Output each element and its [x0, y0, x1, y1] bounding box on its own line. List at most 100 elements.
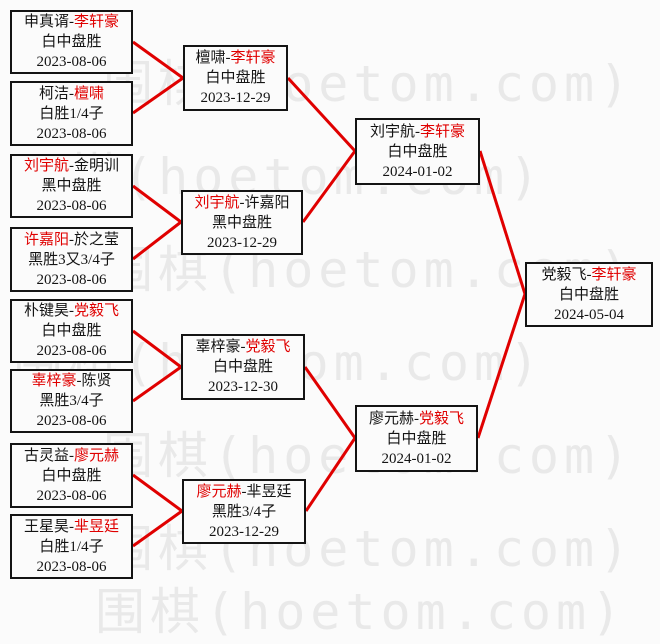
player1-name: 柯洁 [38, 85, 69, 102]
match-result: 白中盘胜 [41, 34, 102, 50]
connector-line [132, 220, 182, 261]
match-box-r2-1: 檀啸-李轩豪 白中盘胜 2023-12-29 [183, 45, 288, 111]
player1-name: 朴键昊 [23, 303, 69, 319]
player2-name: 芈昱廷 [246, 483, 292, 500]
player1-name: 党毅飞 [541, 266, 587, 283]
match-date: 2023-12-30 [208, 379, 278, 395]
match-result: 黑胜3/4子 [39, 393, 104, 409]
match-result: 黑中盘胜 [41, 178, 102, 194]
match-pairing: 刘宇航-许嘉阳 [194, 193, 289, 213]
match-box-r1-7: 古灵益-廖元赫 白中盘胜 2023-08-06 [10, 443, 133, 508]
match-date: 2023-08-06 [36, 487, 107, 504]
connector-line [476, 293, 527, 439]
match-date: 2024-01-02 [382, 163, 453, 180]
match-box-r1-3: 刘宇航-金明训 黑中盘胜 2023-08-06 [10, 154, 133, 218]
match-result: 白中盘胜 [205, 70, 266, 86]
pairing-separator: - [225, 50, 231, 66]
player1-name: 刘宇航 [23, 158, 69, 174]
match-result: 白中盘胜 [387, 143, 448, 160]
player1-name: 古灵益 [23, 447, 69, 464]
pairing-separator: - [76, 373, 82, 389]
connector-line [286, 76, 357, 153]
match-box-r2-4: 廖元赫-芈昱廷 黑胜3/4子 2023-12-29 [182, 479, 306, 544]
match-date: 2023-08-06 [36, 343, 107, 359]
player2-name: 金明训 [74, 158, 120, 174]
player2-name: 李轩豪 [230, 50, 276, 66]
match-result: 白胜1/4子 [39, 105, 104, 122]
connector-line [301, 150, 357, 223]
match-pairing: 刘宇航-李轩豪 [370, 122, 465, 142]
connector-line [132, 76, 184, 115]
player2-name: 李轩豪 [420, 123, 466, 140]
match-pairing: 许嘉阳-於之莹 [24, 230, 119, 250]
match-pairing: 檀啸-李轩豪 [195, 48, 275, 68]
player1-name: 王星昊 [23, 518, 69, 535]
match-box-sf-2: 廖元赫-党毅飞 白中盘胜 2024-01-02 [355, 405, 478, 472]
player1-name: 刘宇航 [369, 123, 415, 140]
player2-name: 许嘉阳 [244, 194, 290, 211]
match-box-r2-2: 刘宇航-许嘉阳 黑中盘胜 2023-12-29 [181, 190, 303, 255]
pairing-separator: - [69, 518, 74, 535]
match-pairing: 党毅飞-李轩豪 [541, 265, 636, 285]
match-pairing: 刘宇航-金明训 [24, 156, 119, 176]
pairing-separator: - [415, 123, 420, 140]
match-result: 白中盘胜 [41, 323, 102, 339]
player1-name: 廖元赫 [368, 410, 414, 427]
match-date: 2023-08-06 [36, 198, 107, 214]
connector-line [303, 366, 357, 439]
player2-name: 李轩豪 [74, 14, 120, 30]
bracket-connectors [132, 40, 527, 548]
match-result: 白中盘胜 [212, 359, 273, 375]
player2-name: 檀啸 [74, 85, 105, 102]
match-pairing: 廖元赫-芈昱廷 [196, 482, 291, 502]
match-box-final: 党毅飞-李轩豪 白中盘胜 2024-05-04 [525, 262, 653, 327]
tournament-bracket-page: { "colors": { "background": "#fbfbfb", "… [10, 10, 653, 641]
match-box-r1-8: 王星昊-芈昱廷 白胜1/4子 2023-08-06 [10, 514, 133, 579]
pairing-separator: - [69, 14, 74, 30]
match-pairing: 朴键昊-党毅飞 [24, 301, 119, 321]
player2-name: 李轩豪 [591, 266, 637, 283]
pairing-separator: - [241, 483, 247, 500]
pairing-separator: - [239, 194, 245, 211]
connector-line [132, 329, 182, 369]
connector-line [132, 184, 182, 224]
match-result: 白中盘胜 [558, 286, 619, 303]
match-date: 2024-05-04 [554, 306, 624, 323]
connector-line [132, 365, 182, 403]
match-date: 2023-08-06 [36, 413, 107, 429]
player2-name: 廖元赫 [74, 447, 120, 464]
match-pairing: 辜梓豪-陈贤 [31, 371, 111, 391]
match-box-r1-5: 朴键昊-党毅飞 白中盘胜 2023-08-06 [10, 299, 133, 363]
pairing-separator: - [69, 85, 74, 102]
player1-name: 申真谞 [23, 14, 69, 30]
match-date: 2023-08-06 [36, 54, 107, 70]
pairing-separator: - [69, 447, 74, 464]
match-box-r2-3: 辜梓豪-党毅飞 白中盘胜 2023-12-30 [181, 334, 305, 400]
pairing-separator: - [69, 303, 74, 319]
pairing-separator: - [586, 266, 592, 283]
pairing-separator: - [414, 410, 419, 427]
player2-name: 於之莹 [74, 231, 120, 248]
match-pairing: 申真谞-李轩豪 [24, 12, 119, 32]
match-result: 白中盘胜 [41, 467, 102, 484]
connector-line [478, 150, 527, 295]
player1-name: 檀啸 [195, 50, 226, 66]
match-box-r1-2: 柯洁-檀啸 白胜1/4子 2023-08-06 [10, 81, 133, 146]
match-result: 白中盘胜 [386, 430, 447, 447]
connector-line [132, 40, 184, 80]
player1-name: 刘宇航 [194, 194, 240, 211]
match-result: 白胜1/4子 [39, 538, 104, 555]
connector-line [132, 473, 183, 513]
match-box-r1-6: 辜梓豪-陈贤 黑胜3/4子 2023-08-06 [10, 369, 133, 433]
match-pairing: 古灵益-廖元赫 [24, 446, 119, 466]
match-pairing: 辜梓豪-党毅飞 [195, 337, 290, 357]
match-box-sf-1: 刘宇航-李轩豪 白中盘胜 2024-01-02 [355, 118, 480, 185]
match-result: 黑胜3又3/4子 [28, 251, 115, 268]
pairing-separator: - [69, 158, 74, 174]
match-date: 2023-08-06 [36, 125, 107, 142]
match-date: 2023-08-06 [36, 271, 107, 288]
match-date: 2023-12-29 [200, 90, 271, 106]
player2-name: 陈贤 [81, 373, 112, 389]
match-date: 2023-12-29 [209, 523, 279, 540]
match-date: 2023-12-29 [207, 234, 277, 251]
